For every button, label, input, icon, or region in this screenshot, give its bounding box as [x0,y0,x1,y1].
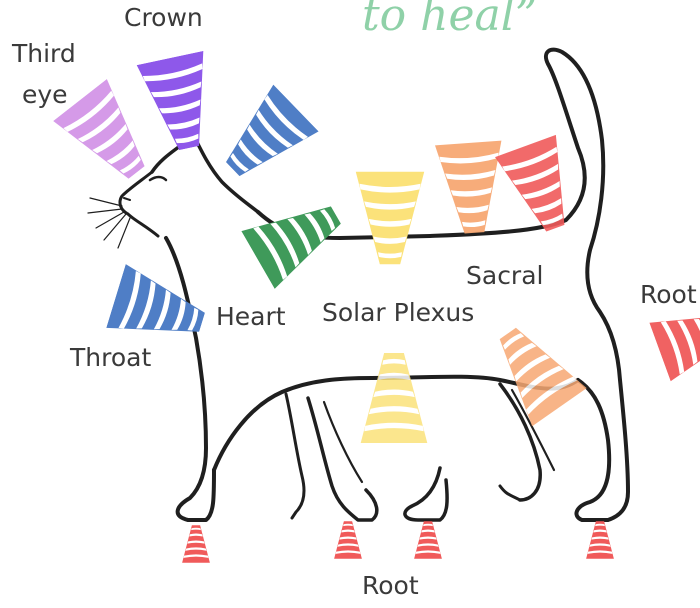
label-third-eye-line2: eye [22,81,68,110]
label-root-paws: Root [362,572,419,601]
label-throat: Throat [70,344,151,373]
cone-sacral-1-icon [435,141,508,235]
cone-root-paw-4-icon [586,521,614,559]
label-solar-plexus: Solar Plexus [322,299,474,328]
cone-sacral-2-icon [495,135,586,239]
cone-heart-upper-icon [210,85,319,193]
cone-root-paw-3-icon [414,521,442,559]
cone-crown-icon [137,51,223,155]
cone-root-paw-2-icon [334,521,362,559]
label-sacral: Sacral [466,262,543,291]
label-root-tail: Root [640,281,697,310]
cone-root-paw-1-icon [182,525,210,563]
label-heart: Heart [216,303,286,332]
cone-solar-lower-icon [361,353,428,443]
cone-sacral-lower-icon [481,314,587,426]
quote-text: to heal” [362,0,537,38]
label-crown: Crown [124,4,203,33]
cone-solar-upper-icon [356,172,424,265]
label-third-eye-line1: Third [12,40,76,69]
